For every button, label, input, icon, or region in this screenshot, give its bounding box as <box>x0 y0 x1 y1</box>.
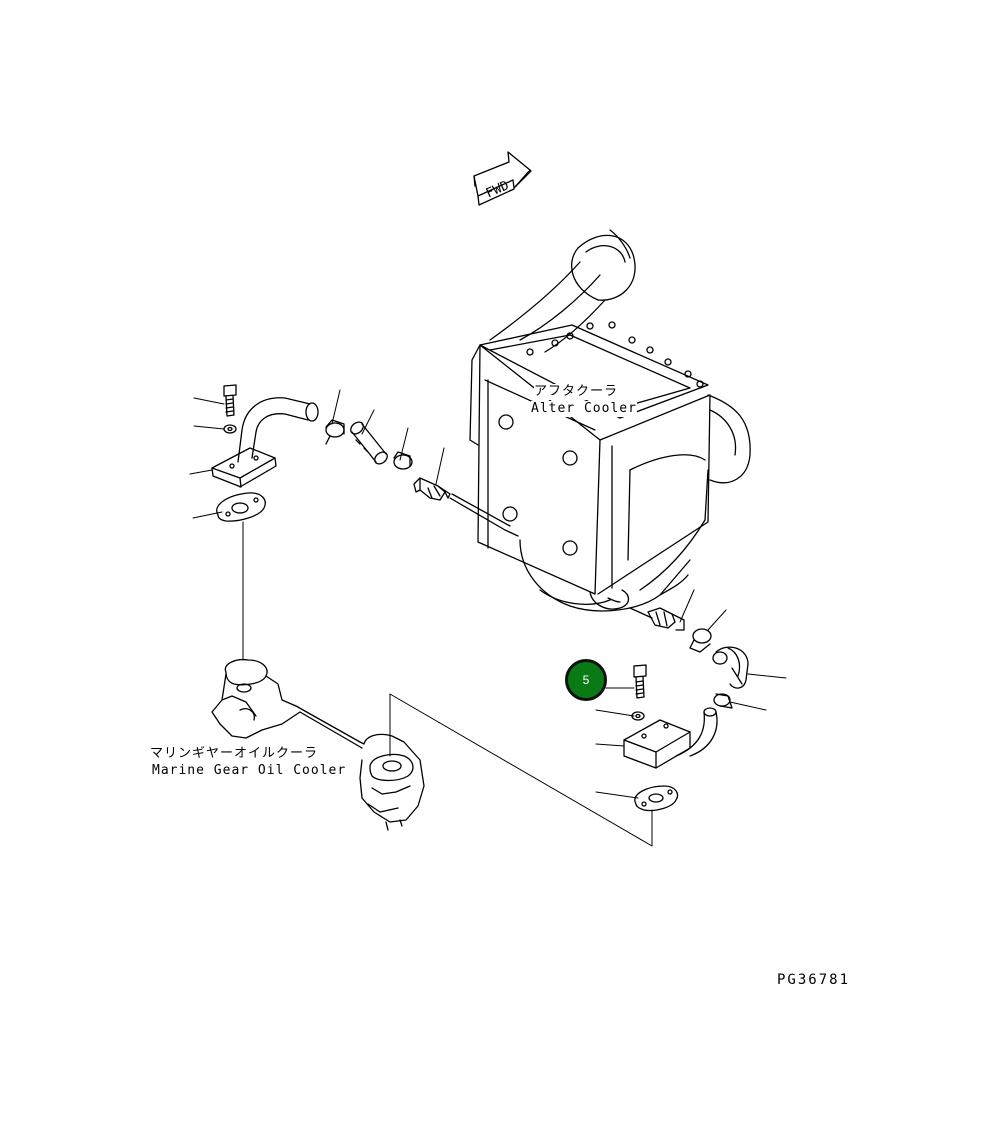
left-pipe-group <box>211 384 519 537</box>
aftercooler-drawing <box>469 229 751 612</box>
right-pipe-group <box>623 607 749 812</box>
marine-gear-label-en: Marine Gear Oil Cooler <box>152 763 347 779</box>
fwd-arrow-icon: FWD <box>473 151 532 206</box>
figure-code: PG36781 <box>777 972 851 988</box>
after-cooler-label-jp: アフタクーラ <box>534 384 619 400</box>
connector-lines <box>242 521 653 847</box>
leader-lines <box>189 389 787 799</box>
after-cooler-label-en: Alter Cooler <box>531 401 637 417</box>
fwd-arrow-text: FWD <box>484 178 512 201</box>
callout-badge[interactable]: 5 <box>565 659 607 701</box>
marine-gear-oil-cooler-drawing <box>211 658 425 831</box>
marine-gear-label-jp: マリンギヤーオイルクーラ <box>150 746 319 762</box>
